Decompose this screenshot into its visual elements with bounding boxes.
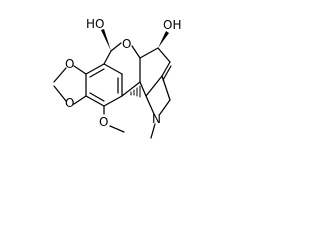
bond (103, 95, 123, 107)
bond (103, 50, 112, 65)
bond (109, 125, 125, 133)
bond (162, 65, 172, 81)
bond (161, 75, 171, 101)
bond (145, 95, 155, 115)
bond (139, 81, 147, 97)
hydroxyl-label-right: OH (163, 18, 181, 32)
bond (103, 63, 123, 75)
bond (73, 95, 87, 105)
bond (150, 123, 156, 139)
bond (157, 47, 171, 63)
hashed-bond (130, 85, 141, 98)
wedge-bond (101, 29, 111, 51)
amine-nitrogen-label: N (152, 112, 161, 126)
bond (121, 81, 141, 97)
chemical-structure-diagram: HO O OH O O O N (53, 17, 181, 139)
bond (85, 95, 105, 107)
bonds (53, 42, 172, 139)
bond (145, 75, 163, 97)
bond (89, 68, 105, 78)
bond (131, 45, 141, 59)
atom-labels: HO O OH O O O N (65, 17, 181, 129)
bond (159, 99, 171, 115)
bond (53, 85, 67, 102)
bond (73, 65, 87, 75)
bond (161, 61, 171, 77)
bond (53, 67, 67, 83)
dioxole-oxygen-top-label: O (65, 57, 74, 71)
bond (89, 92, 105, 102)
bond (85, 63, 105, 75)
methoxy-oxygen-label: O (99, 115, 108, 129)
dioxole-oxygen-bottom-label: O (65, 96, 74, 110)
bond (139, 47, 159, 59)
stereo-bonds (101, 29, 169, 98)
ring-oxygen-label: O (122, 37, 131, 51)
hydroxyl-label-top: HO (86, 17, 104, 31)
wedge-bond (158, 31, 169, 48)
bond (110, 42, 122, 52)
